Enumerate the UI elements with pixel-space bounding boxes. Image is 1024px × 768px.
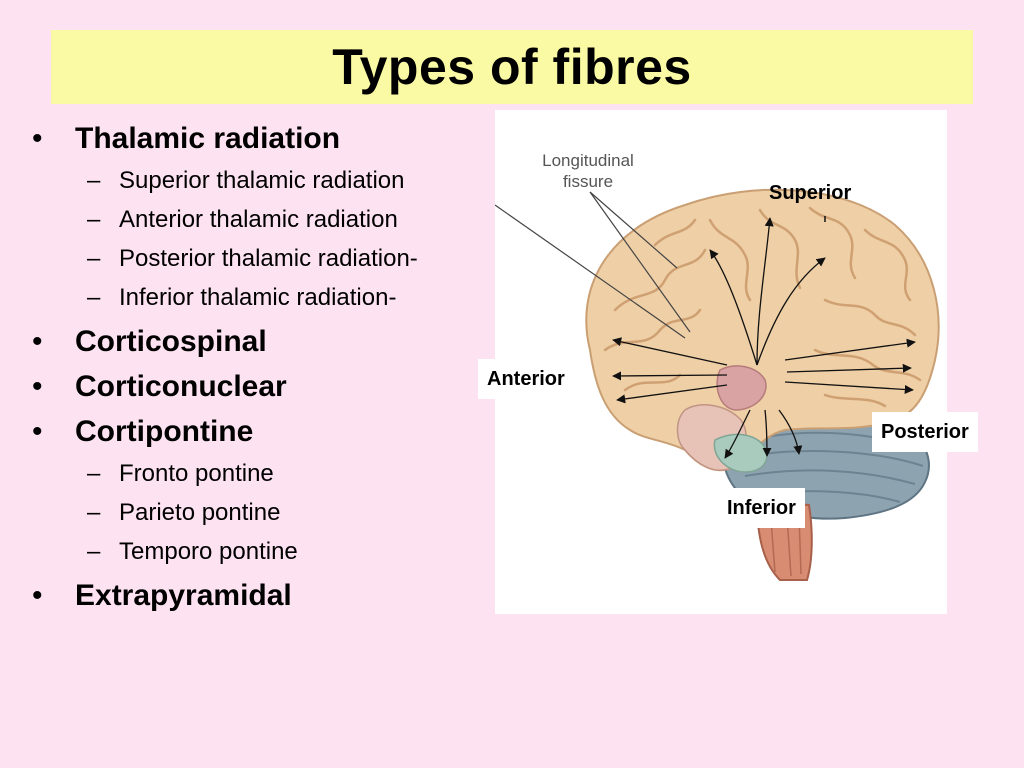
temporal-green-shape — [713, 433, 768, 473]
label-anterior: Anterior — [478, 359, 574, 399]
label-inferior: Inferior — [718, 488, 805, 528]
bullet-label: Cortipontine — [75, 415, 254, 448]
sub-item: Fronto pontine — [75, 454, 490, 493]
fissure-label-line2: fissure — [562, 172, 614, 191]
sub-item: Inferior thalamic radiation- — [75, 278, 490, 317]
label-posterior: Posterior — [872, 412, 978, 452]
sub-list-thalamic: Superior thalamic radiation Anterior tha… — [75, 161, 490, 317]
label-superior: Superior — [769, 182, 852, 204]
bullet-list: Thalamic radiation Superior thalamic rad… — [30, 114, 490, 616]
sub-item: Posterior thalamic radiation- — [75, 239, 490, 278]
bullet-label: Corticospinal — [75, 325, 267, 358]
bullet-extrapyramidal: Extrapyramidal — [30, 576, 490, 616]
brain-illustration — [495, 188, 940, 581]
bullet-cortipontine: Cortipontine Fronto pontine Parieto pont… — [30, 412, 490, 571]
sub-item: Anterior thalamic radiation — [75, 200, 490, 239]
sub-list-cortipontine: Fronto pontine Parieto pontine Temporo p… — [75, 454, 490, 571]
bullet-label: Thalamic radiation — [75, 122, 341, 155]
bullet-label: Extrapyramidal — [75, 579, 292, 612]
brain-figure: Longitudinal fissure — [495, 110, 947, 614]
thalamus-shape — [716, 365, 767, 411]
fissure-label-line1: Longitudinal — [542, 151, 634, 170]
sub-item: Parieto pontine — [75, 493, 490, 532]
bullet-corticospinal: Corticospinal — [30, 322, 490, 362]
sub-item: Temporo pontine — [75, 532, 490, 571]
sub-item: Superior thalamic radiation — [75, 161, 490, 200]
slide-title: Types of fibres — [332, 39, 692, 95]
bullet-thalamic-radiation: Thalamic radiation Superior thalamic rad… — [30, 119, 490, 317]
bullet-corticonuclear: Corticonuclear — [30, 367, 490, 407]
bullet-label: Corticonuclear — [75, 370, 287, 403]
fissure-label: Longitudinal fissure — [523, 150, 653, 192]
title-bar: Types of fibres — [51, 30, 973, 104]
